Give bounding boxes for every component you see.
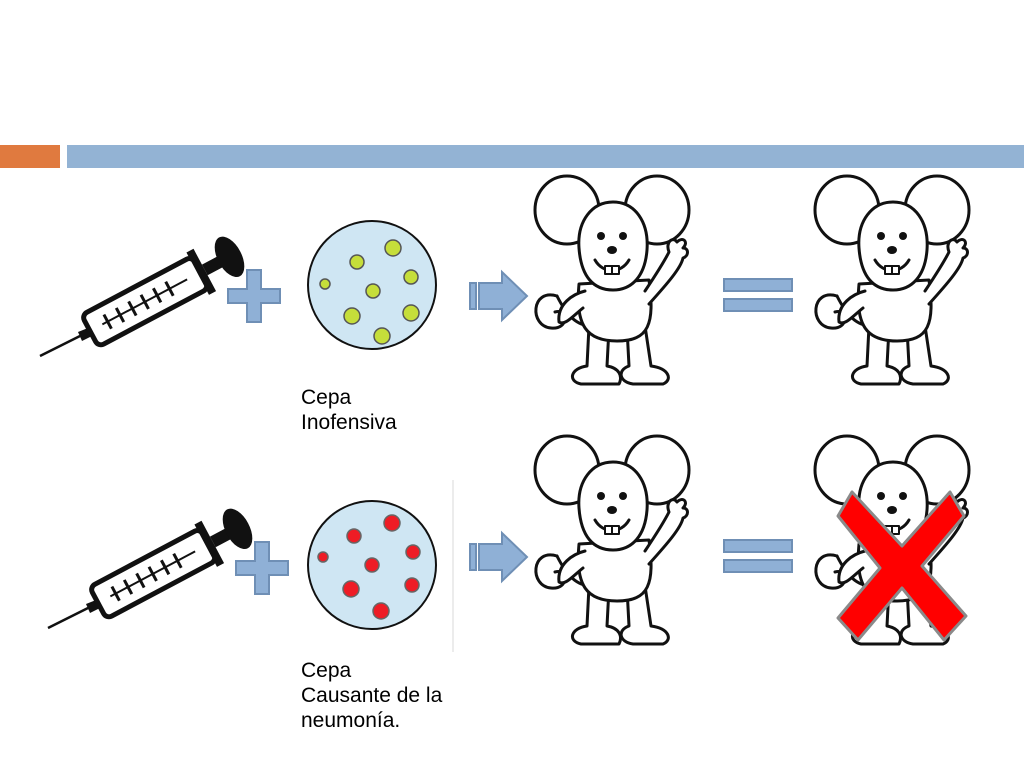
strain-label-line: Causante de la [301, 684, 443, 707]
plus-icon [227, 269, 281, 323]
equals-icon [723, 278, 793, 312]
x-mark-icon [836, 490, 968, 642]
bacteria-dots-pathogenic [317, 514, 421, 620]
strain-label-line: Inofensiva [301, 411, 397, 434]
strain-label-harmless: Cepa Inofensiva [301, 385, 397, 435]
mouse-icon [533, 434, 691, 646]
arrow-right-icon [469, 532, 528, 582]
strain-label-line: Cepa [301, 659, 352, 682]
row-harmless [40, 174, 971, 386]
equals-icon [723, 539, 793, 573]
mouse-icon [533, 174, 691, 386]
petri-dish-harmless [307, 220, 437, 350]
strain-label-line: Cepa [301, 386, 352, 409]
syringe-icon [48, 502, 259, 628]
petri-dish-pathogenic [307, 500, 437, 630]
plus-icon [235, 541, 289, 595]
strain-label-line: neumonía. [301, 709, 401, 732]
strain-label-pathogenic: Cepa Causante de la neumonía. [301, 658, 442, 733]
header-main-bar [67, 145, 1024, 168]
header-accent-bar [0, 145, 60, 168]
syringe-icon [40, 230, 251, 356]
mouse-icon [813, 174, 971, 386]
bacteria-dots-harmless [319, 239, 420, 345]
arrow-right-icon [469, 271, 528, 321]
row-pathogenic [48, 434, 971, 652]
